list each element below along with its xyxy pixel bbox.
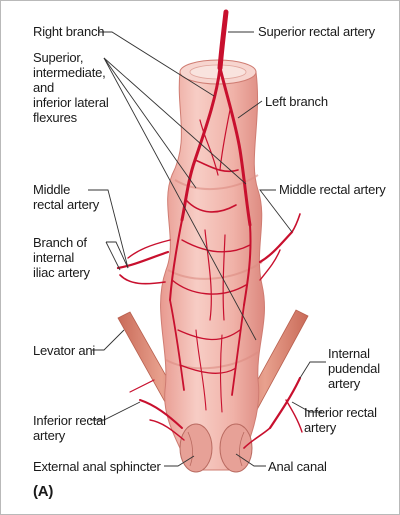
label-anal-canal: Anal canal xyxy=(268,459,327,474)
label-middle-rectal-right: Middle rectal artery xyxy=(279,182,386,197)
label-right-branch: Right branch xyxy=(33,24,104,39)
superior-rectal-artery xyxy=(220,12,226,68)
label-flexures-line1: Superior, xyxy=(33,50,83,65)
label-flexures-line5: flexures xyxy=(33,110,77,125)
label-inferior-rectal-left-line2: artery xyxy=(33,428,65,443)
label-inferior-rectal-right-line1: Inferior rectal xyxy=(304,405,377,420)
external-anal-sphincter xyxy=(180,424,212,472)
label-branch-internal-line2: internal xyxy=(33,250,74,265)
internal-pudendal-artery xyxy=(270,378,300,428)
label-branch-internal-line1: Branch of xyxy=(33,235,87,250)
label-internal-pudendal-line3: artery xyxy=(328,376,360,391)
label-external-anal-sphincter: External anal sphincter xyxy=(33,459,161,474)
label-flexures-line2: intermediate, xyxy=(33,65,106,80)
label-middle-rectal-left-line2: rectal artery xyxy=(33,197,99,212)
label-middle-rectal-left-line1: Middle xyxy=(33,182,70,197)
label-internal-pudendal-line1: Internal xyxy=(328,346,370,361)
label-superior-rectal-artery: Superior rectal artery xyxy=(258,24,375,39)
label-inferior-rectal-left-line1: Inferior rectal xyxy=(33,413,106,428)
label-flexures-line4: inferior lateral xyxy=(33,95,109,110)
label-flexures-line3: and xyxy=(33,80,54,95)
label-left-branch: Left branch xyxy=(265,94,328,109)
label-internal-pudendal-line2: pudendal xyxy=(328,361,380,376)
label-inferior-rectal-right-line2: artery xyxy=(304,420,336,435)
label-levator-ani: Levator ani xyxy=(33,343,95,358)
label-branch-internal-line3: iliac artery xyxy=(33,265,90,280)
figure-label: (A) xyxy=(33,484,53,499)
